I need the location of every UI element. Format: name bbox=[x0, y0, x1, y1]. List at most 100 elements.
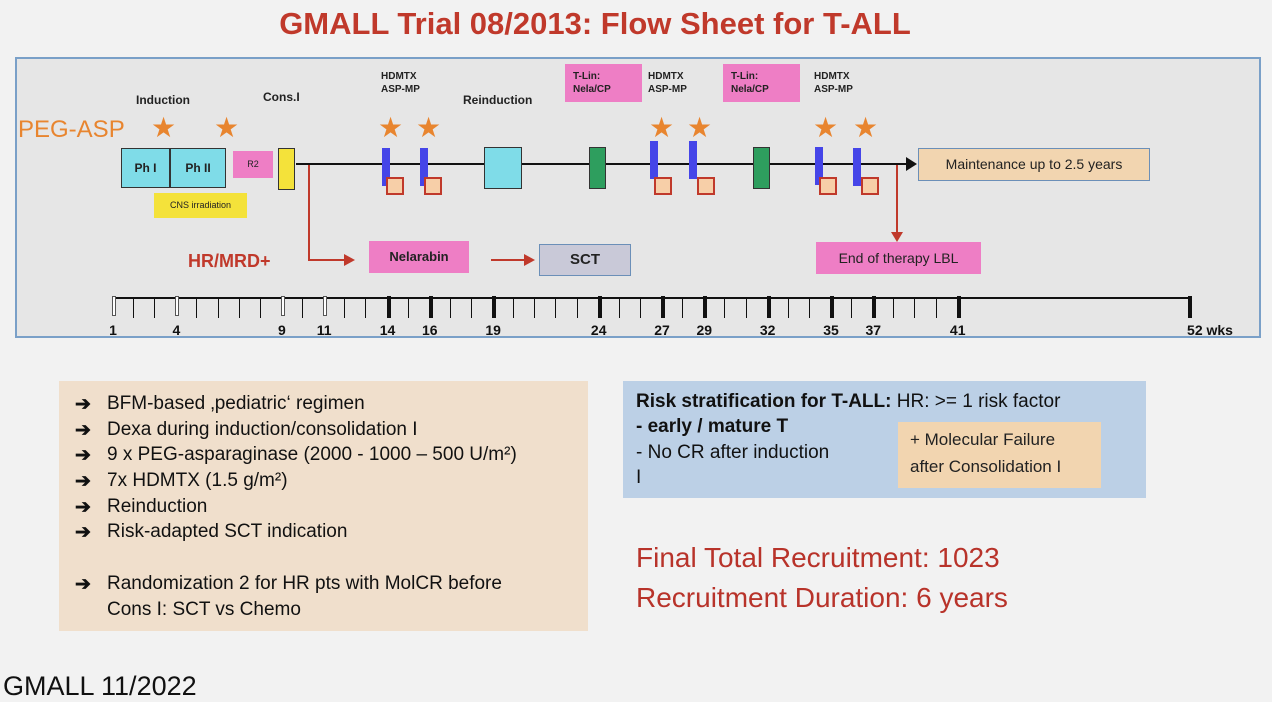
note-item: ➔7x HDMTX (1.5 g/m²) bbox=[75, 470, 288, 492]
star-icon: ★ bbox=[151, 112, 177, 143]
note-item: ➔Dexa during induction/consolidation I bbox=[75, 419, 418, 441]
cons1-block bbox=[278, 148, 295, 190]
note-item: ➔Risk-adapted SCT indication bbox=[75, 521, 348, 543]
week-tick-label: 35 bbox=[823, 322, 839, 338]
notes-box: ➔BFM-based ‚pediatric‘ regimen ➔Dexa dur… bbox=[59, 381, 588, 631]
arrow-right-icon bbox=[906, 157, 917, 171]
week-tick bbox=[407, 298, 409, 318]
week-tick bbox=[935, 298, 937, 318]
week-tick-label: 41 bbox=[949, 322, 966, 338]
week-tick bbox=[639, 298, 641, 318]
molecular-failure-box: + Molecular Failure after Consolidation … bbox=[898, 422, 1101, 488]
week-tick bbox=[175, 296, 180, 316]
week-tick bbox=[133, 298, 135, 318]
risk-factor-cont: I bbox=[636, 467, 642, 488]
note-item: ➔BFM-based ‚pediatric‘ regimen bbox=[75, 393, 365, 415]
hdmtx-marker bbox=[853, 148, 861, 186]
week-tick bbox=[471, 298, 472, 318]
week-tick bbox=[1188, 296, 1192, 318]
week-tick bbox=[872, 296, 877, 318]
label-induction: Induction bbox=[136, 93, 190, 107]
week-tick bbox=[280, 296, 285, 316]
week-tick-label: 16 bbox=[421, 322, 438, 338]
week-tick-label: 9 bbox=[278, 322, 286, 338]
week-tick bbox=[787, 298, 789, 318]
asp-mp-marker bbox=[386, 177, 404, 195]
week-tick bbox=[449, 298, 451, 318]
week-tick-label: 27 bbox=[654, 322, 670, 338]
week-tick-label: 4 bbox=[172, 322, 181, 338]
week-tick-label: 29 bbox=[696, 322, 713, 338]
hr-branch-line bbox=[308, 259, 346, 261]
r2-box: R2 bbox=[233, 151, 273, 178]
recruitment-duration: Recruitment Duration: 6 years bbox=[636, 582, 1008, 613]
risk-factor: - No CR after induction bbox=[636, 442, 830, 463]
lbl-branch-line bbox=[896, 165, 898, 235]
note-item: ➔Randomization 2 for HR pts with MolCR b… bbox=[75, 573, 502, 595]
recruitment-total: Final Total Recruitment: 1023 bbox=[636, 542, 1000, 573]
hdmtx-marker bbox=[650, 141, 658, 179]
hdmtx-marker bbox=[420, 148, 428, 186]
hr-mrd-label: HR/MRD+ bbox=[188, 251, 271, 271]
star-icon: ★ bbox=[853, 112, 879, 143]
week-tick-label: 32 bbox=[759, 322, 776, 338]
week-tick-label: 52 wks bbox=[1187, 322, 1233, 338]
week-tick bbox=[597, 296, 602, 318]
star-icon: ★ bbox=[813, 112, 839, 143]
week-tick bbox=[851, 298, 853, 318]
week-tick bbox=[196, 298, 198, 318]
risk-factor: - early / mature T bbox=[636, 416, 789, 437]
arrow-line bbox=[491, 259, 526, 261]
phase-2-box: Ph II bbox=[170, 148, 226, 188]
maintenance-box: Maintenance up to 2.5 years bbox=[918, 148, 1150, 181]
week-tick bbox=[956, 296, 961, 318]
week-tick-label: 1 bbox=[109, 322, 117, 338]
star-icon: ★ bbox=[378, 112, 404, 143]
note-item: ➔9 x PEG-asparaginase (2000 - 1000 – 500… bbox=[75, 444, 517, 466]
week-tick-label: 11 bbox=[316, 322, 332, 338]
hdmtx-marker bbox=[382, 148, 390, 186]
asp-mp-marker bbox=[861, 177, 879, 195]
week-tick bbox=[154, 298, 156, 318]
sct-box: SCT bbox=[539, 244, 631, 276]
week-tick bbox=[555, 298, 557, 318]
week-tick bbox=[112, 296, 116, 316]
end-of-therapy-lbl-box: End of therapy LBL bbox=[816, 242, 981, 274]
week-tick bbox=[259, 298, 261, 318]
asp-mp-marker bbox=[697, 177, 715, 195]
label-cons1: Cons.I bbox=[263, 90, 300, 104]
week-tick bbox=[513, 298, 515, 318]
week-tick bbox=[302, 298, 304, 318]
week-tick bbox=[534, 298, 536, 318]
phase-1-box: Ph I bbox=[121, 148, 170, 188]
week-tick bbox=[661, 296, 666, 318]
week-tick bbox=[766, 296, 771, 318]
hdmtx-marker bbox=[689, 141, 697, 179]
footer-label: GMALL 11/2022 bbox=[3, 671, 197, 701]
week-tick bbox=[428, 296, 433, 318]
week-tick bbox=[618, 298, 620, 318]
week-tick bbox=[492, 296, 497, 318]
week-tick bbox=[365, 298, 367, 318]
week-tick-label: 37 bbox=[865, 322, 882, 338]
week-axis bbox=[112, 297, 1192, 299]
note-item: ➔Reinduction bbox=[75, 496, 208, 518]
risk-heading: Risk stratification for T-ALL: HR: >= 1 … bbox=[636, 391, 1061, 412]
peg-asp-label: PEG-ASP bbox=[18, 116, 125, 143]
week-tick-label: 14 bbox=[379, 322, 396, 338]
week-tick bbox=[344, 298, 346, 318]
week-tick-label: 19 bbox=[485, 322, 501, 338]
week-tick bbox=[808, 298, 810, 318]
week-tick bbox=[724, 298, 726, 318]
star-icon: ★ bbox=[687, 112, 713, 143]
star-icon: ★ bbox=[416, 112, 442, 143]
arrow-right-icon bbox=[344, 254, 355, 266]
cns-irradiation-box: CNS irradiation bbox=[154, 193, 247, 218]
week-tick bbox=[745, 298, 747, 318]
nelarabin-box: Nelarabin bbox=[369, 241, 469, 273]
asp-mp-marker bbox=[819, 177, 837, 195]
hdmtx-marker bbox=[815, 147, 823, 185]
